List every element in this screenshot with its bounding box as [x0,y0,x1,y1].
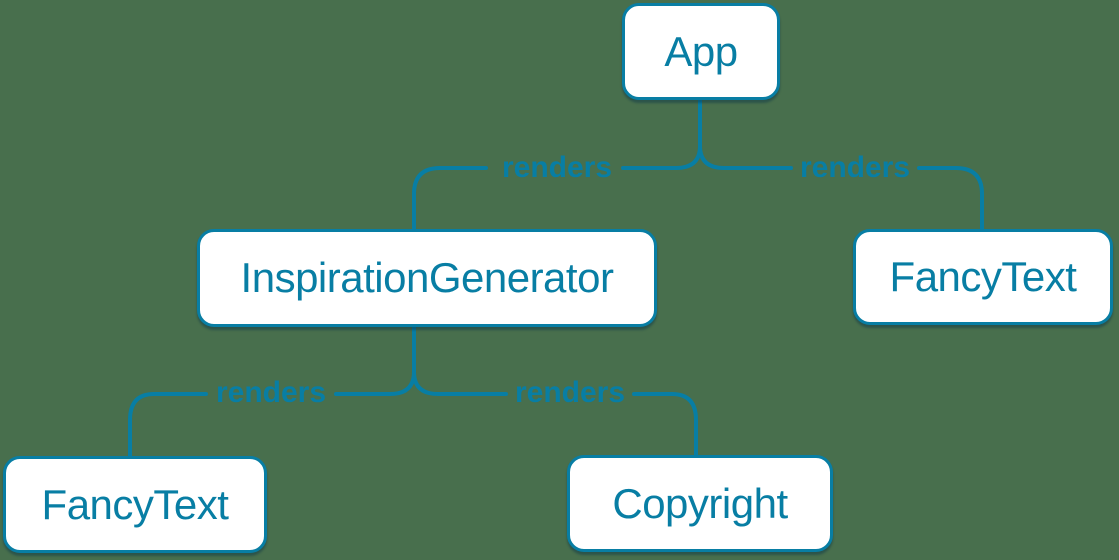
node-app-label: App [664,27,738,75]
edge-app-to-fancy-text [698,99,984,231]
node-copyright-label: Copyright [612,479,788,527]
node-fancy-text-bottom-left-label: FancyText [41,480,229,528]
node-copyright: Copyright [567,455,833,552]
edge-label-inspiration-generator-copyright: renders [514,376,626,409]
node-inspiration-generator: InspirationGenerator [197,229,657,327]
edge-label-app-inspiration-generator: renders [501,151,613,184]
edge-label-app-fancy-text: renders [799,151,911,184]
node-app: App [622,3,780,100]
edge-label-inspiration-generator-fancy-text: renders [215,376,327,409]
node-fancy-text-bottom-left: FancyText [3,456,267,553]
edge-inspiration-generator-to-copyright [412,326,698,457]
node-fancy-text-top-right-label: FancyText [889,253,1077,300]
node-inspiration-generator-label: InspirationGenerator [240,254,614,301]
node-fancy-text-top-right: FancyText [853,229,1113,325]
